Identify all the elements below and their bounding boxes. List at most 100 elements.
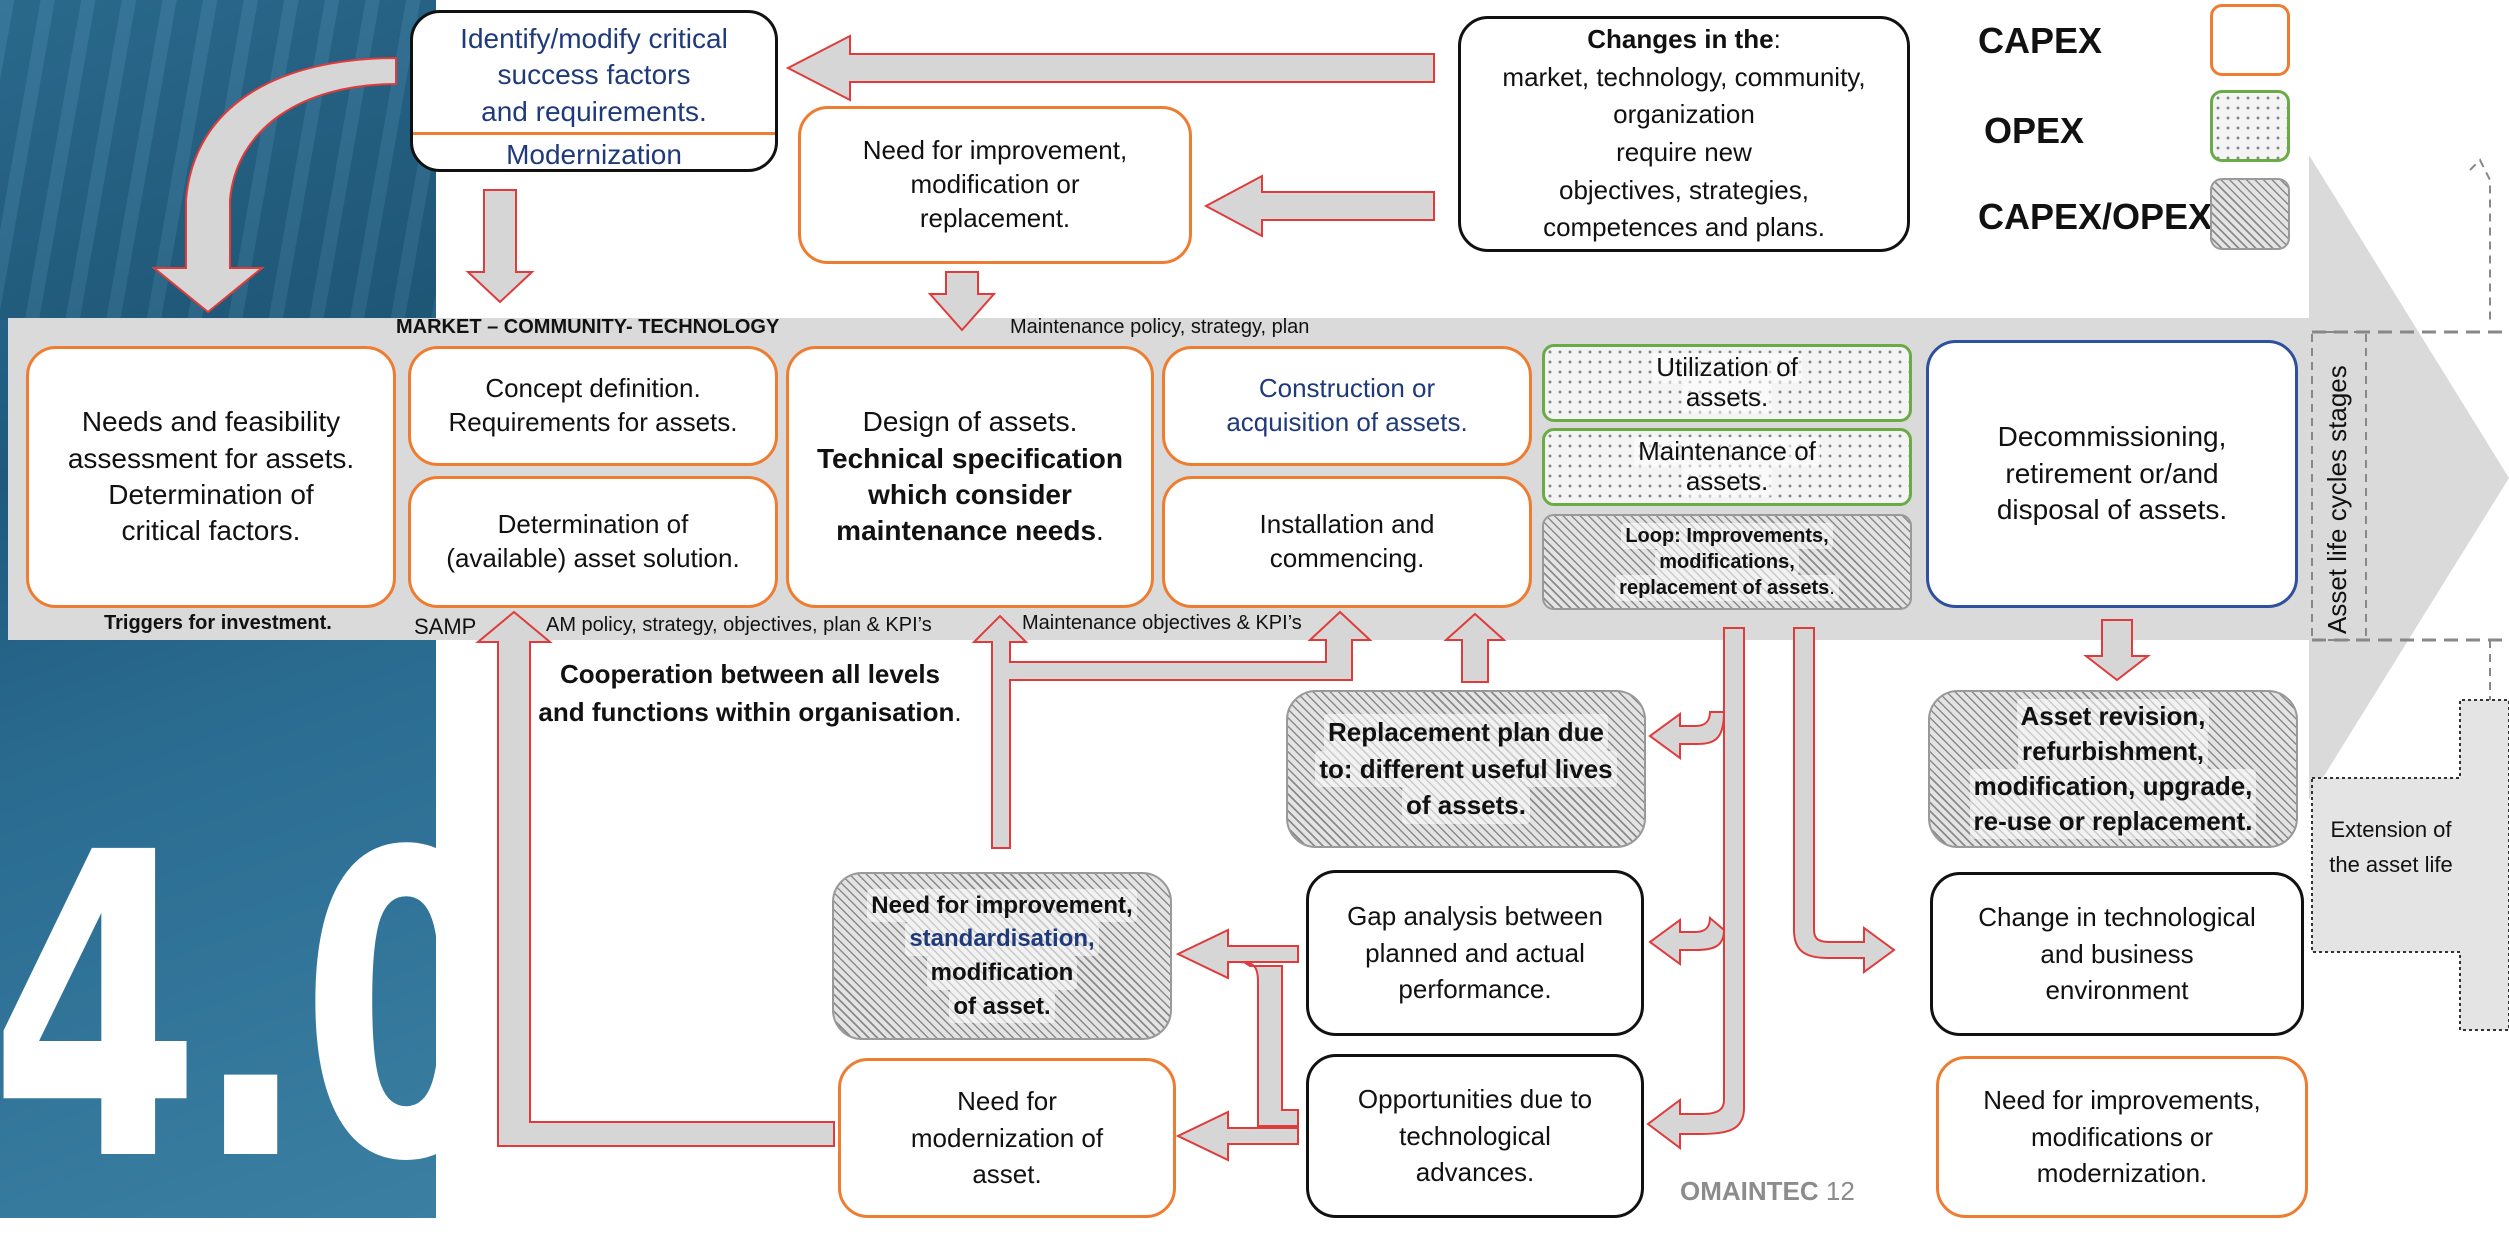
extension-line1: Extension of (2330, 817, 2452, 842)
gap-line3: performance. (1398, 974, 1552, 1005)
need-improvement-line1: Need for improvement, (862, 135, 1128, 166)
decom-line3: disposal of assets. (1996, 494, 2228, 526)
arrow-opps-to-modern (1175, 1110, 1299, 1162)
maint-policy-label: Maintenance policy, strategy, plan (1010, 316, 1310, 338)
construction-line1: Construction or (1258, 373, 1436, 404)
utilization-box: Utilization of assets. (1542, 344, 1912, 422)
identify-factors-box: Identify/modify critical success factors… (410, 10, 778, 172)
changes-line5: objectives, strategies, (1558, 174, 1809, 205)
arrow-changes-to-need (1203, 174, 1435, 238)
samp-label: SAMP (414, 614, 477, 639)
legend-capex-opex-label: CAPEX/OPEX (1978, 196, 2213, 237)
need-improvements-box: Need for improvements, modifications or … (1936, 1056, 2308, 1218)
arrow-gap-to-std (1175, 928, 1299, 980)
change-line2: and business (2040, 938, 2194, 969)
change-line1: Change in technological (1978, 902, 2256, 933)
maint-objectives-label: Maintenance objectives & KPI’s (1022, 612, 1302, 634)
need-std-line1: Need for improvement, (867, 888, 1137, 923)
maintenance-line1: Maintenance of (1634, 436, 1820, 467)
loop-line2: modifications, (1655, 549, 1799, 575)
changes-line6: competences and plans. (1543, 212, 1825, 243)
needs-line4: critical factors. (121, 515, 301, 547)
installation-line2: commencing. (1269, 543, 1425, 573)
design-line2: Technical specification (816, 442, 1124, 474)
need-modern-line1: Need for (957, 1086, 1057, 1117)
arrow-loop-trunk (1646, 627, 1745, 1150)
need-std-line3: modification (926, 956, 1078, 990)
revision-line1: Asset revision, (2016, 698, 2210, 734)
determination-line1: Determination of (497, 509, 689, 540)
changes-box: Changes in the: market, technology, comm… (1458, 16, 1910, 252)
market-label: MARKET – COMMUNITY- TECHNOLOGY (396, 316, 780, 338)
revision-line2: refurbishment, (2017, 733, 2209, 769)
loop-line3: replacement of assets (1619, 577, 1830, 599)
extension-label: Extension of the asset life (2318, 812, 2464, 882)
footer-page-number: 12 (1825, 1176, 1855, 1206)
arrow-modernization-down (465, 189, 535, 304)
legend-capex-label: CAPEX (1978, 20, 2103, 61)
arrow-up-installation (1443, 612, 1507, 683)
cooperation-text: Cooperation between all levels and funct… (520, 656, 980, 731)
arrow-need-down (927, 271, 997, 332)
photo-big-number: 4.0 (0, 765, 511, 1254)
need-standardisation-box: Need for improvement, standardisation, m… (832, 872, 1172, 1040)
determination-line2: (available) asset solution. (446, 543, 740, 573)
need-improvements-line1: Need for improvements, (1983, 1085, 2261, 1116)
gap-line1: Gap analysis between (1347, 901, 1603, 932)
opps-line1: Opportunities due to (1357, 1084, 1593, 1115)
need-modern-line3: asset. (972, 1159, 1042, 1190)
design-line1: Design of assets. (862, 406, 1078, 438)
loop-line1: Loop: Improvements, (1621, 523, 1833, 549)
revision-line3: modification, upgrade, (1969, 769, 2257, 805)
concept-definition-box: Concept definition. Requirements for ass… (408, 346, 778, 466)
utilization-line1: Utilization of (1652, 352, 1802, 383)
need-std-line4: of asset. (949, 989, 1055, 1024)
revision-line4: re-use or replacement. (1969, 804, 2257, 840)
coop-line1: Cooperation between all levels (560, 659, 940, 689)
needs-feasibility-box: Needs and feasibility assessment for ass… (26, 346, 396, 608)
opportunities-box: Opportunities due to technological advan… (1306, 1054, 1644, 1218)
arrow-changes-to-identify (785, 34, 1435, 102)
construction-box: Construction or acquisition of assets. (1162, 346, 1532, 466)
changes-title: Changes in the (1587, 23, 1774, 54)
maintenance-line2: assets. (1681, 466, 1773, 497)
legend-capex-opex-swatch (2210, 178, 2290, 250)
construction-line2: acquisition of assets. (1226, 407, 1468, 437)
loop-box: Loop: Improvements, modifications, repla… (1542, 514, 1912, 610)
need-improvement-line2: modification or (910, 169, 1080, 200)
installation-box: Installation and commencing. (1162, 476, 1532, 608)
arrow-to-replacement (1648, 711, 1726, 760)
design-line3: which consider (868, 479, 1072, 510)
footer-brand-name: OMAINTEC (1680, 1176, 1819, 1206)
replacement-plan-box: Replacement plan due to: different usefu… (1286, 690, 1646, 848)
need-modernization-box: Need for modernization of asset. (838, 1058, 1176, 1218)
maintenance-box: Maintenance of assets. (1542, 428, 1912, 506)
gap-line2: planned and actual (1365, 937, 1585, 968)
replacement-line2: to: different useful lives (1315, 750, 1617, 788)
determination-box: Determination of (available) asset solut… (408, 476, 778, 608)
footer-brand: OMAINTEC 12 (1680, 1176, 1855, 1207)
gap-analysis-box: Gap analysis between planned and actual … (1306, 870, 1644, 1036)
asset-revision-box: Asset revision, refurbishment, modificat… (1928, 690, 2298, 848)
changes-line3: organization (1613, 99, 1755, 130)
modernization-label: Modernization (506, 139, 682, 171)
replacement-line1: Replacement plan due (1324, 714, 1608, 751)
triggers-label: Triggers for investment. (104, 612, 332, 634)
coop-line2: and functions within organisation (538, 696, 955, 727)
loop-dot: . (1829, 577, 1835, 599)
design-line4: maintenance needs (836, 515, 1097, 547)
opps-line2: technological (1399, 1120, 1551, 1151)
am-policy-label: AM policy, strategy, objectives, plan & … (546, 614, 932, 636)
decommissioning-box: Decommissioning, retirement or/and dispo… (1926, 340, 2298, 608)
coop-dot: . (954, 696, 962, 727)
need-improvements-line3: modernization. (2036, 1158, 2208, 1189)
design-box: Design of assets. Technical specificatio… (786, 346, 1154, 608)
decom-line1: Decommissioning, (1997, 421, 2227, 453)
need-improvement-top-box: Need for improvement, modification or re… (798, 106, 1192, 264)
replacement-line3: of assets. (1402, 787, 1530, 824)
arrow-decom-down (2083, 619, 2151, 682)
changes-line2: market, technology, community, (1502, 61, 1866, 92)
curved-arrow-identify (151, 56, 397, 314)
installation-line1: Installation and (1259, 509, 1435, 540)
arrow-to-gap (1648, 915, 1726, 966)
